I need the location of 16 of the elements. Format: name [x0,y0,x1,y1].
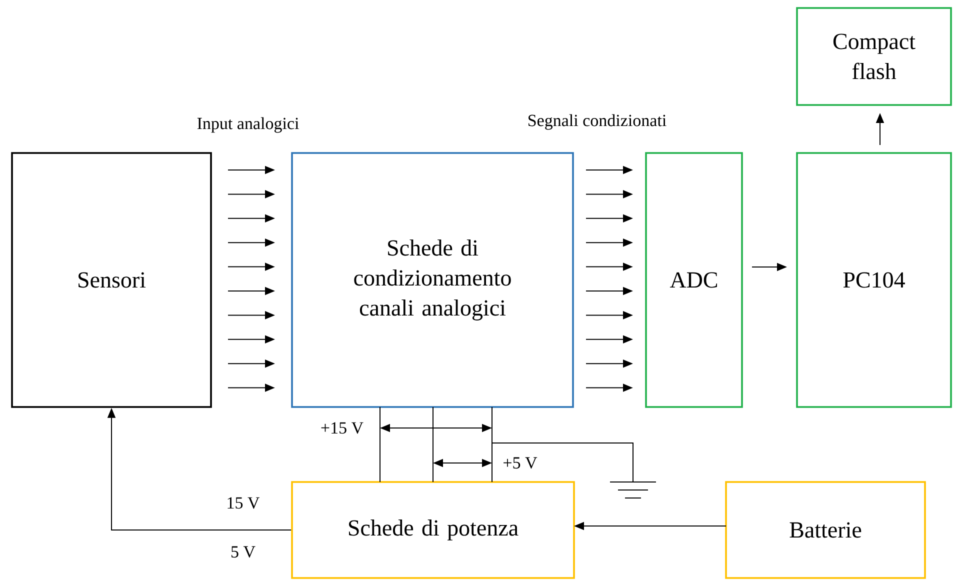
voltage-label: 15 V [225,496,261,510]
voltage-label: +5 V [502,456,538,470]
group-label: Segnali condizionati [526,113,668,131]
voltage-label: 5 V [230,545,257,559]
voltage-label: +15 V [319,421,365,435]
storage-box: Compact flash [796,7,952,106]
battery-box: Batterie [725,481,926,579]
power-box: Schede di potenza [291,481,575,579]
ground-symbol [610,482,656,498]
computer-box: PC104 [796,152,952,408]
wire [492,442,634,482]
wire [432,406,434,482]
group-label: Input analogici [196,116,300,134]
conditioning-box: Schede di condizionamento canali analogici [291,152,574,408]
sensor-box: Sensori [11,152,212,408]
adc-box: ADC [645,152,743,408]
